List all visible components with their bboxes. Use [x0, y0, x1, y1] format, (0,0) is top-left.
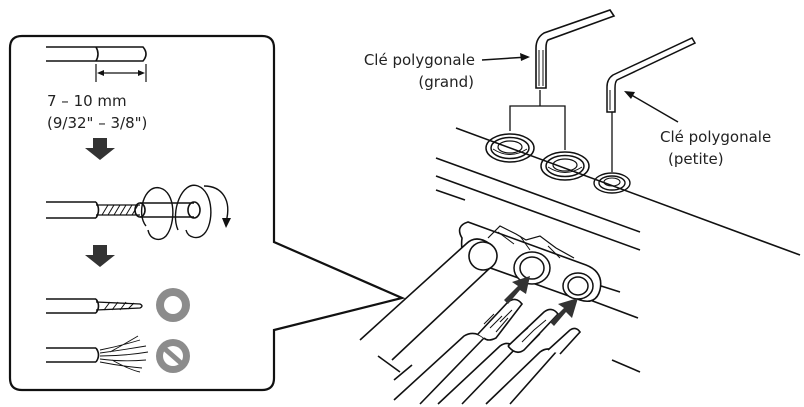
- strip-length-imperial: (9/32" – 3/8"): [47, 114, 147, 132]
- chassis-edge-6: [589, 299, 639, 319]
- speaker-cable-inserted: [359, 238, 498, 381]
- bare-conductor: [96, 204, 140, 216]
- hex-wrench-large-icon: [535, 9, 616, 89]
- stripped-wire-step: [46, 46, 147, 82]
- terminal-socket-middle: [513, 251, 551, 285]
- rotation-arc: [203, 185, 229, 223]
- callout-border: [8, 34, 406, 392]
- twist-wire-step: [46, 184, 231, 241]
- frayed-strands: [99, 335, 149, 373]
- chassis-edge-7: [611, 359, 641, 373]
- large-wrench-target-bracket: [509, 90, 566, 150]
- bare-conductor: [96, 46, 147, 62]
- terminal-socket-right: [562, 272, 594, 300]
- strip-length-metric: 7 – 10 mm: [47, 92, 127, 110]
- insulation-edge: [95, 347, 100, 363]
- twisted-strands: [103, 301, 135, 311]
- small-wrench-leader-arrowhead: [624, 91, 635, 99]
- down-arrow-icon: [85, 245, 115, 267]
- outer-wire-end: [187, 201, 201, 219]
- speaker-cable-3: [485, 327, 582, 405]
- screw-hole-large-1: [485, 133, 535, 163]
- insulation-edge: [95, 298, 100, 314]
- dimension-extension-lines: [95, 64, 147, 82]
- chassis-edge-3: [435, 175, 641, 251]
- large-wrench-leader: [481, 56, 529, 61]
- insulation-edge: [95, 201, 100, 219]
- large-wrench-leader-arrowhead: [520, 53, 530, 61]
- hex-wrench-small-icon: [606, 37, 697, 113]
- insert-arrow-icon: [550, 298, 578, 326]
- callout-panel: [8, 34, 406, 392]
- wrench-small-label-line2: (petite): [668, 150, 724, 168]
- wire-insulation: [46, 298, 96, 314]
- chassis-edge-2: [435, 157, 641, 233]
- rotation-arrowhead: [222, 218, 231, 228]
- twist-loop-2: [174, 184, 212, 239]
- outer-wire-body: [140, 202, 194, 218]
- chassis-top-edge: [455, 127, 801, 256]
- wrench-large-label-line1: Clé polygonale: [364, 51, 475, 69]
- wire-insulation: [46, 46, 96, 62]
- frayed-wire-example: [46, 335, 149, 373]
- screw-hole-small: [593, 172, 631, 194]
- prohibited-icon: [156, 339, 190, 373]
- wire-insulation: [46, 347, 96, 363]
- insulation-edge: [95, 46, 99, 62]
- twisted-strands: [101, 204, 139, 216]
- ring-ok-icon: [156, 288, 190, 322]
- down-arrow-icon: [85, 138, 115, 160]
- correct-wire-example: [46, 298, 143, 314]
- small-wrench-leader: [627, 92, 679, 123]
- wrench-large-label-line2: (grand): [418, 73, 474, 91]
- screw-hole-large-2: [540, 151, 590, 181]
- chassis-edge-5: [597, 284, 621, 293]
- twisted-conductor: [95, 301, 143, 311]
- twist-loop-1: [141, 187, 174, 241]
- wire-insulation: [46, 201, 96, 219]
- speaker-cable-2: [437, 308, 560, 405]
- insert-arrow-icon: [504, 276, 530, 304]
- chassis-edge-4: [435, 189, 466, 201]
- amplifier-chassis: [435, 127, 801, 373]
- wrench-small-label-line1: Clé polygonale: [660, 128, 771, 146]
